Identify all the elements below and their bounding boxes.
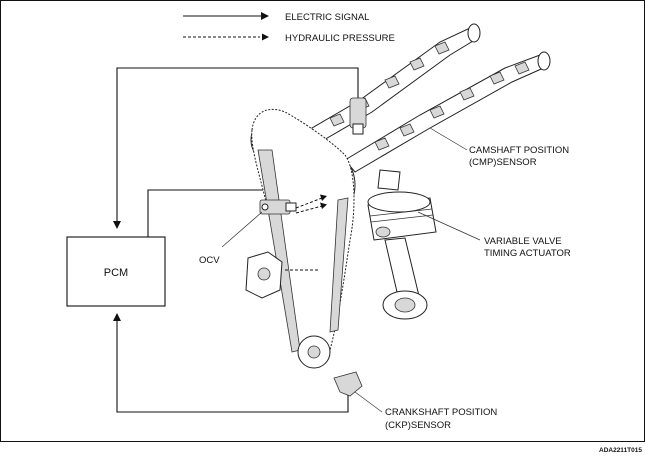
hydraulic-flow — [285, 194, 327, 271]
chain-tensioner — [245, 251, 283, 299]
piston-assembly — [367, 169, 437, 320]
hydraulic-pressure-legend-arrowhead — [262, 33, 269, 41]
camshaft-exhaust — [344, 51, 551, 173]
ckp-sensor — [333, 371, 363, 397]
ocv-valve — [259, 199, 297, 215]
figure-code: ADA2211T015 — [599, 447, 642, 454]
electric-signal-legend-label: ELECTRIC SIGNAL — [285, 12, 369, 23]
cmp-sensor-label-line1: CAMSHAFT POSITION — [469, 145, 569, 156]
cmp-signal-wire — [113, 67, 359, 229]
crank-sprocket — [297, 335, 331, 369]
cmp-sensor — [349, 97, 367, 135]
ocv-label: OCV — [199, 255, 220, 266]
ckp-signal-wire — [113, 313, 349, 413]
cmp-sensor-label-line2: (CMP)SENSOR — [469, 157, 537, 168]
ckp-sensor-label-line1: CRANKSHAFT POSITION — [385, 407, 497, 418]
leader-lines — [221, 127, 481, 413]
pcm-label: PCM — [104, 267, 128, 279]
legend: ELECTRIC SIGNAL HYDRAULIC PRESSURE — [183, 12, 395, 44]
ocv-control-wire — [147, 189, 274, 237]
timing-chain — [251, 108, 355, 365]
ckp-sensor-label-line2: (CKP)SENSOR — [385, 420, 451, 431]
pcm-box — [66, 236, 166, 307]
component-labels: CAMSHAFT POSITION (CMP)SENSOR VARIABLE V… — [199, 145, 571, 431]
hydraulic-pressure-legend-label: HYDRAULIC PRESSURE — [285, 33, 395, 44]
vvt-actuator-label-line1: VARIABLE VALVE — [484, 236, 562, 247]
pcm-module: PCM — [66, 236, 166, 307]
vvt-actuator-label-line2: TIMING ACTUATOR — [484, 248, 571, 259]
